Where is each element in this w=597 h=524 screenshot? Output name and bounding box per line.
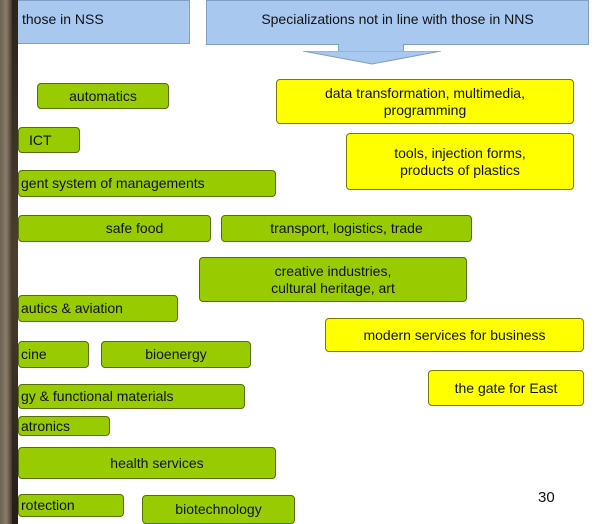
left-photo-strip [0, 0, 18, 524]
data-transformation-line2: programming [383, 101, 467, 118]
automatics-box: automatics [37, 83, 169, 109]
nns-callout: Specializations not in line with those i… [206, 0, 589, 45]
functional-materials-box: gy & functional materials [18, 384, 245, 409]
creative-industries-box: creative industries, cultural heritage, … [199, 257, 467, 302]
nns-callout-arrow-head [302, 51, 442, 65]
transport-box: transport, logistics, trade [221, 215, 472, 242]
health-services-box: health services [18, 447, 276, 479]
nns-callout-label: Specializations not in line with those i… [261, 11, 534, 27]
data-transformation-line1: data transformation, multimedia, [325, 84, 525, 101]
safe-food-box: safe food [18, 215, 211, 242]
management-system-box: gent system of managements [18, 170, 276, 197]
medicine-box: cine [18, 341, 89, 368]
left-photo-edge [12, 0, 18, 524]
nss-callout: those in NSS [18, 0, 190, 44]
ict-box: ICT [18, 127, 80, 153]
page-number: 30 [538, 489, 555, 506]
gate-for-east-box: the gate for East [428, 370, 584, 406]
tools-plastics-line1: tools, injection forms, [394, 144, 526, 161]
nss-callout-label: those in NSS [22, 11, 104, 27]
bioenergy-box: bioenergy [101, 341, 251, 368]
biotechnology-box: biotechnology [142, 495, 295, 524]
tools-plastics-box: tools, injection forms, products of plas… [346, 133, 574, 190]
aviation-box: autics & aviation [18, 295, 178, 322]
data-transformation-box: data transformation, multimedia, program… [276, 79, 574, 124]
tools-plastics-line2: products of plastics [400, 161, 520, 178]
mechatronics-box: atronics [18, 416, 110, 436]
modern-services-box: modern services for business [325, 318, 584, 352]
creative-industries-line1: creative industries, [274, 262, 392, 279]
nns-callout-arrow-shaft [338, 44, 404, 52]
creative-industries-line2: cultural heritage, art [271, 279, 395, 296]
protection-box: rotection [18, 494, 124, 517]
